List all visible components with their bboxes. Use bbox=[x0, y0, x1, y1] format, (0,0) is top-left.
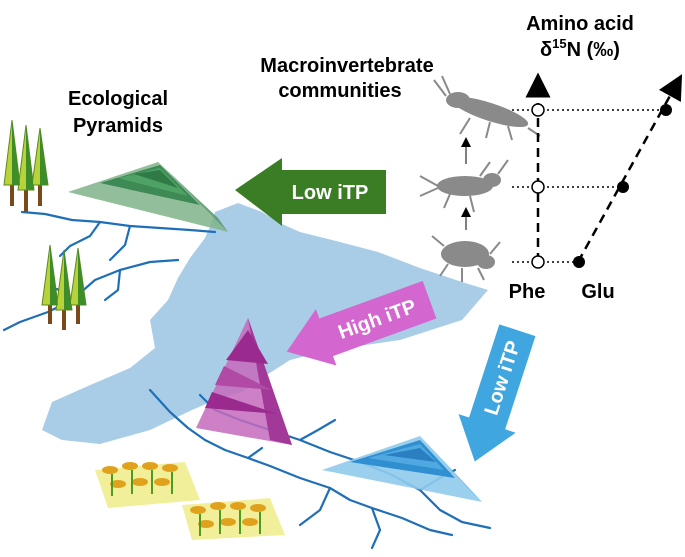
amino-acid-title: Amino acid bbox=[526, 13, 634, 35]
ecological-pyramid-green bbox=[68, 162, 228, 232]
paddy-fields bbox=[95, 462, 285, 540]
glu-line bbox=[576, 74, 683, 263]
arrow-lower: Low iTP bbox=[458, 324, 536, 462]
ecological-pyramid-blue bbox=[322, 436, 482, 502]
phe-label: Phe bbox=[509, 281, 546, 303]
amino-acid-unit: δ15N (‰) bbox=[540, 36, 620, 61]
phe-markers bbox=[531, 103, 545, 269]
trees bbox=[3, 119, 87, 330]
glu-label: Glu bbox=[581, 281, 614, 303]
arrow-upper: Low iTP bbox=[235, 158, 386, 226]
mayfly-nymph-icon bbox=[419, 159, 509, 213]
predator-insect-icon bbox=[433, 75, 541, 141]
glu-markers bbox=[573, 104, 672, 268]
macroinvertebrate-title-2: communities bbox=[278, 80, 401, 102]
caddisfly-larva-icon bbox=[431, 235, 501, 282]
ecological-pyramids-title-2: Pyramids bbox=[73, 115, 163, 137]
macroinvertebrate-title-1: Macroinvertebrate bbox=[260, 55, 433, 77]
arrow-upper-label: Low iTP bbox=[292, 182, 369, 204]
macroinvertebrate-icons bbox=[419, 75, 541, 282]
ecological-pyramid-purple bbox=[196, 318, 292, 445]
ecological-pyramids-title-1: Ecological bbox=[68, 88, 168, 110]
